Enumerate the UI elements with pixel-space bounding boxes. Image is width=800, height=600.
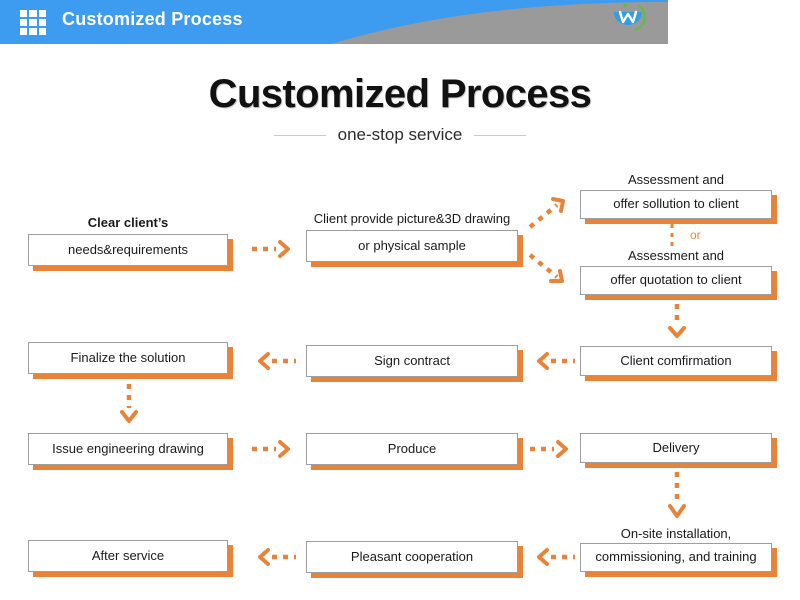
node-n5-label: Finalize the solution xyxy=(70,349,186,365)
edge-n6-n5-arrow xyxy=(252,352,298,370)
node-n3-over-label: Assessment and xyxy=(627,172,725,187)
node-n2-label: or physical sample xyxy=(358,237,466,253)
node-n11[interactable]: After service xyxy=(28,540,228,572)
edge-n2-n3-arrow xyxy=(527,196,577,230)
node-n7[interactable]: Client comfirmation xyxy=(580,346,772,376)
edge-n2-n4-arrow xyxy=(527,252,577,286)
grid-cell xyxy=(20,19,28,26)
header-blue-shape xyxy=(0,0,668,44)
header-title: Customized Process xyxy=(62,9,243,29)
edge-n9-n10-arrow xyxy=(528,440,574,458)
node-n7-label: Client comfirmation xyxy=(620,352,732,368)
node-n4-over-label: Assessment and xyxy=(627,248,725,263)
company-logo-icon xyxy=(606,2,650,43)
edge-n5-n8-arrow xyxy=(120,382,138,428)
node-n3-label: offer sollution to client xyxy=(613,196,739,212)
header-bar: Customized Process xyxy=(0,0,668,44)
node-n4[interactable]: offer quotation to client xyxy=(580,266,772,295)
node-n12[interactable]: Pleasant cooperation xyxy=(306,541,518,573)
grid-cell xyxy=(38,10,46,17)
node-n1[interactable]: needs&requirements xyxy=(28,234,228,266)
node-n1-over-label: Clear client’s xyxy=(87,215,169,230)
node-n6[interactable]: Sign contract xyxy=(306,345,518,377)
page-title: Customized Process xyxy=(208,72,592,116)
edge-n8-n9-arrow xyxy=(250,440,296,458)
page-subtitle: one-stop service xyxy=(337,125,463,144)
edge-n12-n11-arrow xyxy=(252,548,298,566)
or-separator-label: or xyxy=(690,228,701,242)
node-n6-label: Sign contract xyxy=(374,352,450,368)
node-n8[interactable]: Issue engineering drawing xyxy=(28,433,228,465)
node-n9[interactable]: Produce xyxy=(306,433,518,465)
node-n10[interactable]: Delivery xyxy=(580,433,772,463)
edge-n7-n6-arrow xyxy=(531,352,577,370)
edge-n3-n4-dotted xyxy=(668,224,676,248)
subtitle-rule-right xyxy=(474,134,527,136)
node-n4-label: offer quotation to client xyxy=(610,272,742,288)
node-n9-label: Produce xyxy=(387,440,437,456)
node-n13-over-label: On-site installation, xyxy=(620,526,732,541)
node-n8-label: Issue engineering drawing xyxy=(52,440,204,456)
node-n5[interactable]: Finalize the solution xyxy=(28,342,228,374)
node-n10-label: Delivery xyxy=(652,439,700,455)
grid-cell xyxy=(29,19,37,26)
edge-n13-n12-arrow xyxy=(531,548,577,566)
node-n3[interactable]: offer sollution to client xyxy=(580,190,772,219)
grid-cell xyxy=(20,28,28,35)
node-n1-label: needs&requirements xyxy=(68,241,188,257)
edge-n1-n2-arrow xyxy=(250,240,296,258)
node-n13[interactable]: commissioning, and training xyxy=(580,543,772,572)
grid-cell xyxy=(38,28,46,35)
node-n2-over-label: Client provide picture&3D drawing xyxy=(313,211,511,226)
node-n13-label: commissioning, and training xyxy=(595,549,757,565)
subtitle-row: one-stop service xyxy=(0,125,800,145)
grid-cell xyxy=(29,28,37,35)
grid-icon[interactable] xyxy=(20,10,46,35)
title-block: Customized Process one-stop service xyxy=(0,72,800,145)
grid-cell xyxy=(29,10,37,17)
node-n12-label: Pleasant cooperation xyxy=(350,548,474,564)
node-n2[interactable]: or physical sample xyxy=(306,230,518,262)
grid-cell xyxy=(38,19,46,26)
grid-cell xyxy=(20,10,28,17)
edge-n4-n7-arrow xyxy=(668,302,686,342)
edge-n10-n13-arrow xyxy=(668,470,686,524)
node-n11-label: After service xyxy=(91,547,165,563)
subtitle-rule-left xyxy=(273,134,326,136)
